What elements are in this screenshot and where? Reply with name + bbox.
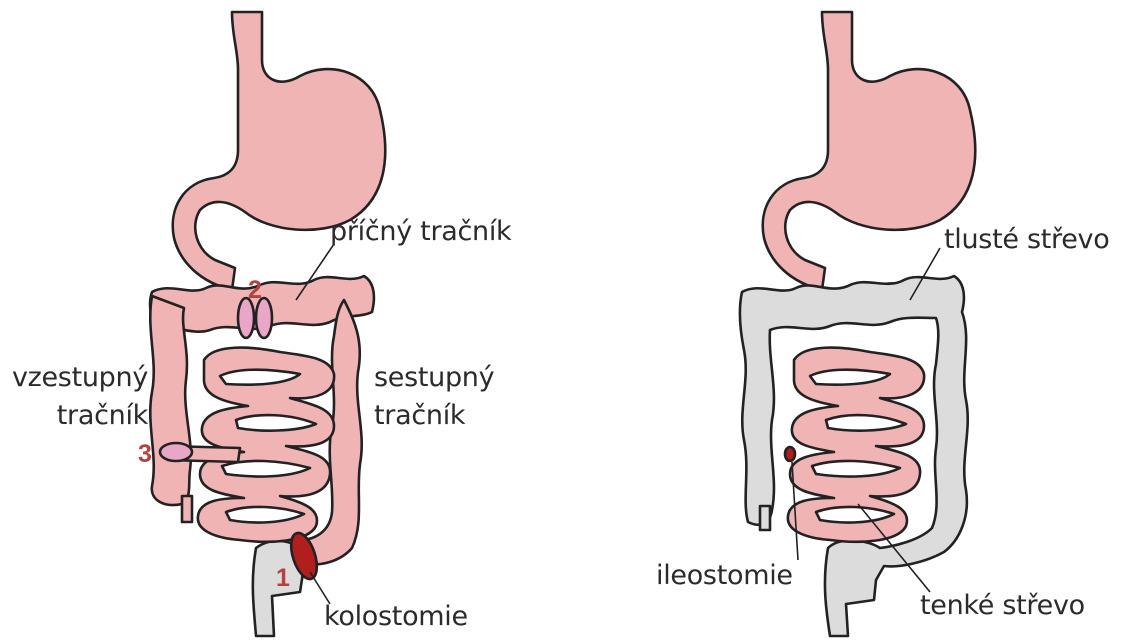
- colostomy-diagram: 2 3 1 příčný tračník vzestupný tračník s…: [12, 12, 512, 636]
- left-stomach: [173, 12, 385, 290]
- left-cut-site-3: [160, 443, 192, 461]
- marker-2: 2: [248, 276, 262, 304]
- left-cut-site-2-b: [256, 298, 272, 338]
- label-small-intestine: tenké střevo: [920, 590, 1085, 621]
- right-ileostomy-stoma: [785, 447, 795, 461]
- right-appendix: [760, 506, 770, 530]
- left-appendix: [182, 496, 192, 522]
- label-ascending-line1: vzestupný: [12, 362, 148, 393]
- leader-colostomy: [310, 572, 330, 604]
- label-colostomy: kolostomie: [324, 601, 468, 632]
- label-large-intestine: tlusté střevo: [944, 224, 1109, 255]
- label-descending-line2: tračník: [374, 400, 466, 431]
- marker-3: 3: [138, 440, 152, 468]
- marker-1: 1: [276, 564, 290, 592]
- label-ascending-line2: tračník: [57, 400, 149, 431]
- left-ascending-colon: [150, 296, 191, 505]
- label-descending-line1: sestupný: [374, 362, 495, 393]
- left-cut-site-2-a: [238, 298, 254, 338]
- ileostomy-diagram: tlusté střevo ileostomie tenké střevo: [656, 12, 1109, 636]
- label-ileostomy: ileostomie: [656, 560, 793, 591]
- label-transverse-colon: příčný tračník: [330, 216, 512, 247]
